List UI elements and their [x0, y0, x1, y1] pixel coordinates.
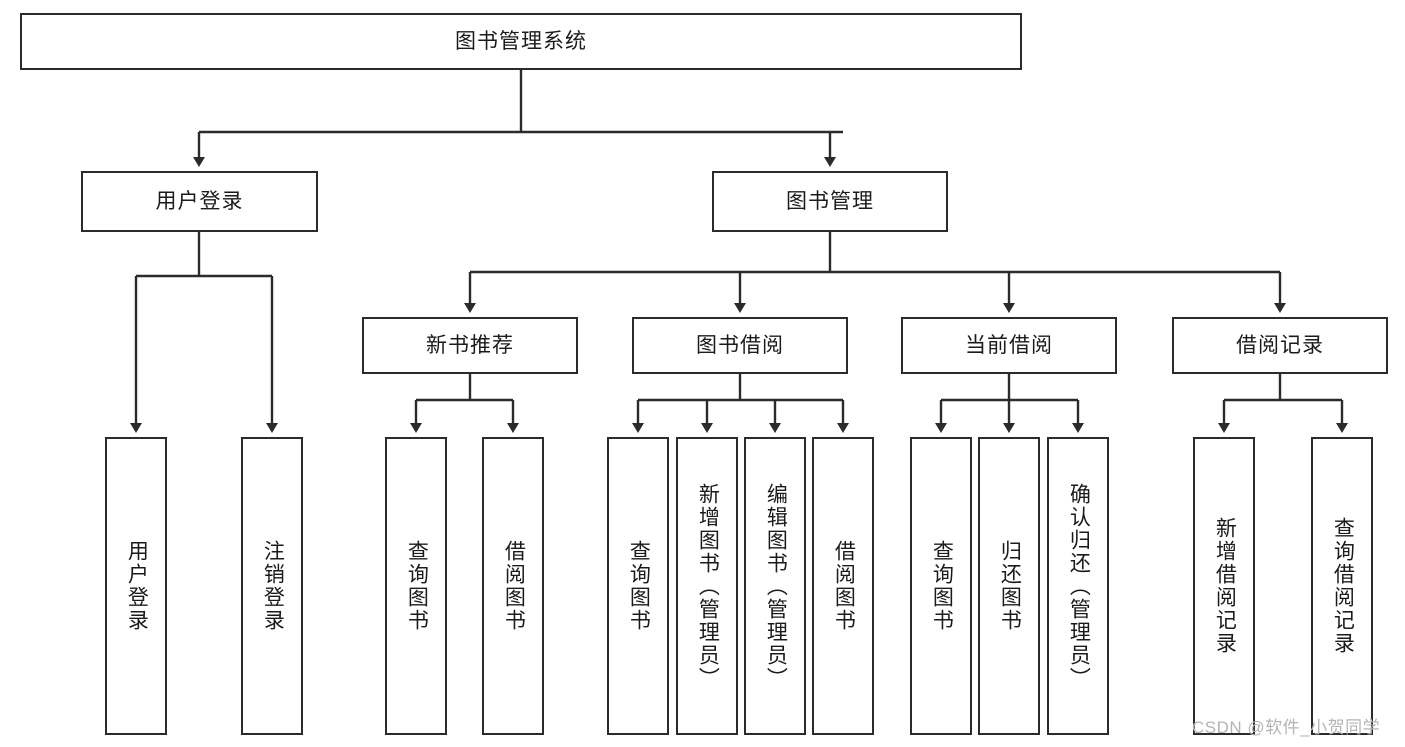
node-leaf-edit-book-admin[interactable]: 编辑图书（管理员） [744, 437, 806, 735]
node-leaf-confirm-return-admin[interactable]: 确认归还（管理员） [1047, 437, 1109, 735]
node-current-borrow[interactable]: 当前借阅 [901, 317, 1117, 374]
node-leaf-return-book-label: 归还图书 [998, 540, 1022, 632]
node-leaf-query-borrow-record-label: 查询借阅记录 [1331, 517, 1355, 655]
node-new-book-recommend[interactable]: 新书推荐 [362, 317, 578, 374]
node-new-book-recommend-label: 新书推荐 [426, 333, 514, 357]
node-leaf-confirm-return-admin-label: 确认归还（管理员） [1067, 482, 1091, 690]
node-borrow-record-label: 借阅记录 [1236, 333, 1324, 357]
node-leaf-query-borrow-record[interactable]: 查询借阅记录 [1311, 437, 1373, 735]
node-leaf-edit-book-admin-label: 编辑图书（管理员） [764, 482, 788, 690]
node-leaf-add-borrow-record[interactable]: 新增借阅记录 [1193, 437, 1255, 735]
node-leaf-logout-login-label: 注销登录 [261, 540, 285, 632]
node-leaf-query-book-1-label: 查询图书 [405, 540, 429, 632]
node-leaf-borrow-book-2-label: 借阅图书 [832, 540, 856, 632]
node-leaf-return-book[interactable]: 归还图书 [978, 437, 1040, 735]
node-leaf-query-book-1[interactable]: 查询图书 [385, 437, 447, 735]
node-current-borrow-label: 当前借阅 [965, 333, 1053, 357]
node-leaf-add-book-admin-label: 新增图书（管理员） [696, 482, 720, 690]
node-leaf-borrow-book-1[interactable]: 借阅图书 [482, 437, 544, 735]
node-book-borrow[interactable]: 图书借阅 [632, 317, 848, 374]
node-book-borrow-label: 图书借阅 [696, 333, 784, 357]
node-root[interactable]: 图书管理系统 [20, 13, 1022, 70]
node-leaf-query-book-3[interactable]: 查询图书 [910, 437, 972, 735]
node-book-management-label: 图书管理 [786, 189, 874, 213]
node-leaf-logout-login[interactable]: 注销登录 [241, 437, 303, 735]
node-leaf-query-book-3-label: 查询图书 [930, 540, 954, 632]
node-borrow-record[interactable]: 借阅记录 [1172, 317, 1388, 374]
node-leaf-user-login[interactable]: 用户登录 [105, 437, 167, 735]
node-leaf-add-borrow-record-label: 新增借阅记录 [1213, 517, 1237, 655]
node-leaf-query-book-2[interactable]: 查询图书 [607, 437, 669, 735]
node-leaf-query-book-2-label: 查询图书 [627, 540, 651, 632]
node-root-label: 图书管理系统 [455, 29, 587, 53]
node-user-login[interactable]: 用户登录 [81, 171, 318, 232]
node-leaf-user-login-label: 用户登录 [125, 540, 149, 632]
node-leaf-borrow-book-1-label: 借阅图书 [502, 540, 526, 632]
node-leaf-add-book-admin[interactable]: 新增图书（管理员） [676, 437, 738, 735]
node-book-management[interactable]: 图书管理 [712, 171, 948, 232]
node-leaf-borrow-book-2[interactable]: 借阅图书 [812, 437, 874, 735]
node-user-login-label: 用户登录 [155, 189, 244, 213]
